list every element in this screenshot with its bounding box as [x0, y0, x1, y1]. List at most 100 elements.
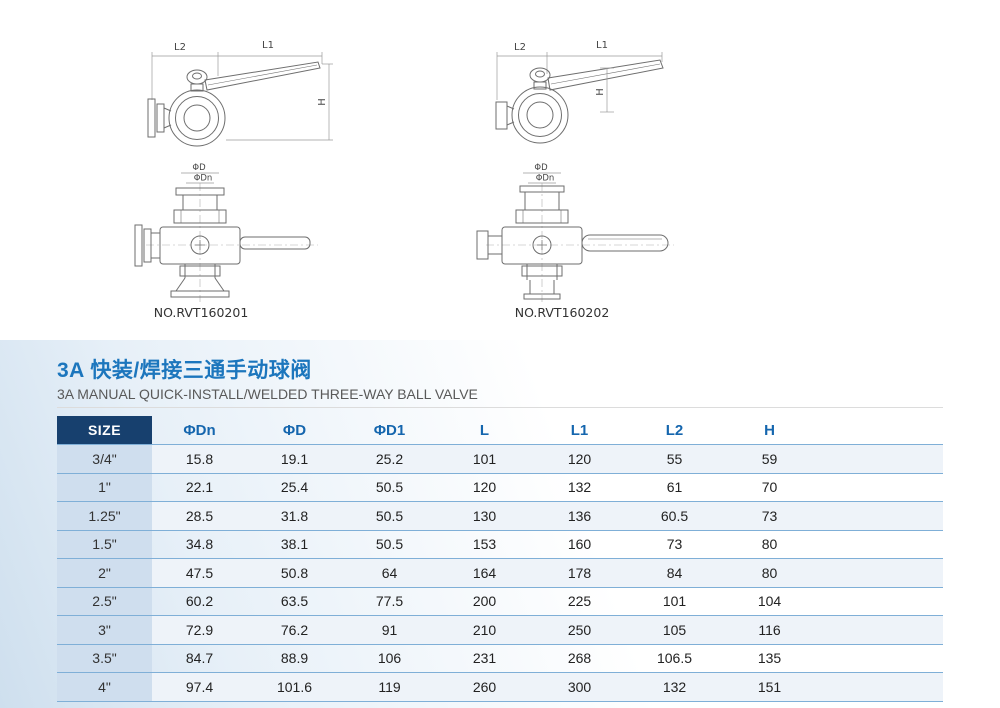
spec-cell: 260 — [437, 672, 532, 702]
spec-cell: 268 — [532, 644, 627, 673]
table-row: 1.5" 34.8 38.1 50.5 153 160 73 80 — [57, 530, 943, 559]
size-cell: 1.25" — [57, 501, 152, 531]
table-row: 3.5" 84.7 88.9 106 231 268 106.5 135 — [57, 644, 943, 673]
col-header-size: SIZE — [57, 416, 152, 445]
dim-label-d-right: ΦD — [534, 163, 548, 173]
spec-cell: 28.5 — [152, 501, 247, 531]
size-cell: 4" — [57, 672, 152, 702]
spec-cell: 70 — [722, 473, 817, 502]
dim-label-dn-left: ΦDn — [194, 174, 213, 184]
dim-label-l1-right: L1 — [596, 40, 608, 51]
technical-drawings: L2 L1 H — [0, 0, 1000, 340]
size-cell: 1" — [57, 473, 152, 502]
spec-cell: 59 — [722, 444, 817, 474]
spec-cell: 101 — [437, 444, 532, 474]
size-cell: 3/4" — [57, 444, 152, 474]
table-row: 1" 22.1 25.4 50.5 120 132 61 70 — [57, 473, 943, 502]
spec-cell: 119 — [342, 672, 437, 702]
dim-label-d-left: ΦD — [192, 163, 206, 173]
size-cell: 1.5" — [57, 530, 152, 559]
col-header-d: ΦD — [247, 416, 342, 445]
spec-cell: 106.5 — [627, 644, 722, 673]
page-subtitle: 3A MANUAL QUICK-INSTALL/WELDED THREE-WAY… — [57, 386, 943, 408]
side-view-clamp-drawing — [147, 52, 333, 147]
spec-cell: 101.6 — [247, 672, 342, 702]
dim-label-l2-right: L2 — [514, 42, 526, 53]
spec-cell: 160 — [532, 530, 627, 559]
table-row: 3" 72.9 76.2 91 210 250 105 116 — [57, 615, 943, 645]
part-number-right: NO.RVT160202 — [515, 305, 610, 320]
spec-cell: 88.9 — [247, 644, 342, 673]
col-header-filler — [817, 416, 943, 445]
spec-cell: 91 — [342, 615, 437, 645]
spec-cell: 47.5 — [152, 558, 247, 588]
spec-cell: 50.5 — [342, 473, 437, 502]
size-cell: 3.5" — [57, 644, 152, 673]
filler-cell — [817, 587, 943, 616]
spec-cell: 50.5 — [342, 530, 437, 559]
spec-cell: 300 — [532, 672, 627, 702]
filler-cell — [817, 615, 943, 645]
size-cell: 2" — [57, 558, 152, 588]
spec-cell: 120 — [437, 473, 532, 502]
drawings-svg: L2 L1 H — [134, 40, 674, 320]
dim-label-l1-left: L1 — [262, 40, 274, 51]
filler-cell — [817, 672, 943, 702]
spec-cell: 132 — [532, 473, 627, 502]
spec-table: SIZE ΦDn ΦD ΦD1 L L1 L2 H 3/4" 15.8 19.1… — [57, 416, 943, 702]
spec-cell: 38.1 — [247, 530, 342, 559]
filler-cell — [817, 644, 943, 673]
spec-cell: 164 — [437, 558, 532, 588]
col-header-h: H — [722, 416, 817, 445]
spec-cell: 178 — [532, 558, 627, 588]
spec-cell: 231 — [437, 644, 532, 673]
spec-cell: 80 — [722, 530, 817, 559]
spec-cell: 34.8 — [152, 530, 247, 559]
spec-cell: 97.4 — [152, 672, 247, 702]
spec-cell: 200 — [437, 587, 532, 616]
datasheet-lower-section: 3A 快装/焊接三通手动球阀 3A MANUAL QUICK-INSTALL/W… — [0, 340, 1000, 708]
spec-cell: 104 — [722, 587, 817, 616]
size-cell: 2.5" — [57, 587, 152, 616]
header-row: SIZE ΦDn ΦD ΦD1 L L1 L2 H — [57, 416, 943, 445]
table-row: 1.25" 28.5 31.8 50.5 130 136 60.5 73 — [57, 501, 943, 531]
spec-cell: 64 — [342, 558, 437, 588]
filler-cell — [817, 501, 943, 531]
spec-cell: 15.8 — [152, 444, 247, 474]
spec-cell: 135 — [722, 644, 817, 673]
side-view-weld-drawing — [495, 52, 664, 144]
spec-cell: 25.4 — [247, 473, 342, 502]
filler-cell — [817, 558, 943, 588]
spec-cell: 80 — [722, 558, 817, 588]
spec-cell: 151 — [722, 672, 817, 702]
col-header-l1: L1 — [532, 416, 627, 445]
table-row: 2.5" 60.2 63.5 77.5 200 225 101 104 — [57, 587, 943, 616]
spec-cell: 31.8 — [247, 501, 342, 531]
front-view-clamp-drawing — [134, 172, 318, 302]
spec-cell: 76.2 — [247, 615, 342, 645]
filler-cell — [817, 473, 943, 502]
spec-cell: 61 — [627, 473, 722, 502]
spec-cell: 120 — [532, 444, 627, 474]
spec-cell: 60.2 — [152, 587, 247, 616]
spec-cell: 84 — [627, 558, 722, 588]
spec-cell: 50.8 — [247, 558, 342, 588]
filler-cell — [817, 530, 943, 559]
col-header-d1: ΦD1 — [342, 416, 437, 445]
col-header-l: L — [437, 416, 532, 445]
spec-cell: 153 — [437, 530, 532, 559]
col-header-l2: L2 — [627, 416, 722, 445]
spec-cell: 116 — [722, 615, 817, 645]
col-header-dn: ΦDn — [152, 416, 247, 445]
spec-cell: 72.9 — [152, 615, 247, 645]
part-number-left: NO.RVT160201 — [154, 305, 249, 320]
spec-cell: 130 — [437, 501, 532, 531]
spec-cell: 132 — [627, 672, 722, 702]
size-cell: 3" — [57, 615, 152, 645]
spec-cell: 22.1 — [152, 473, 247, 502]
table-row: 4" 97.4 101.6 119 260 300 132 151 — [57, 672, 943, 702]
spec-cell: 77.5 — [342, 587, 437, 616]
spec-cell: 73 — [722, 501, 817, 531]
spec-cell: 84.7 — [152, 644, 247, 673]
